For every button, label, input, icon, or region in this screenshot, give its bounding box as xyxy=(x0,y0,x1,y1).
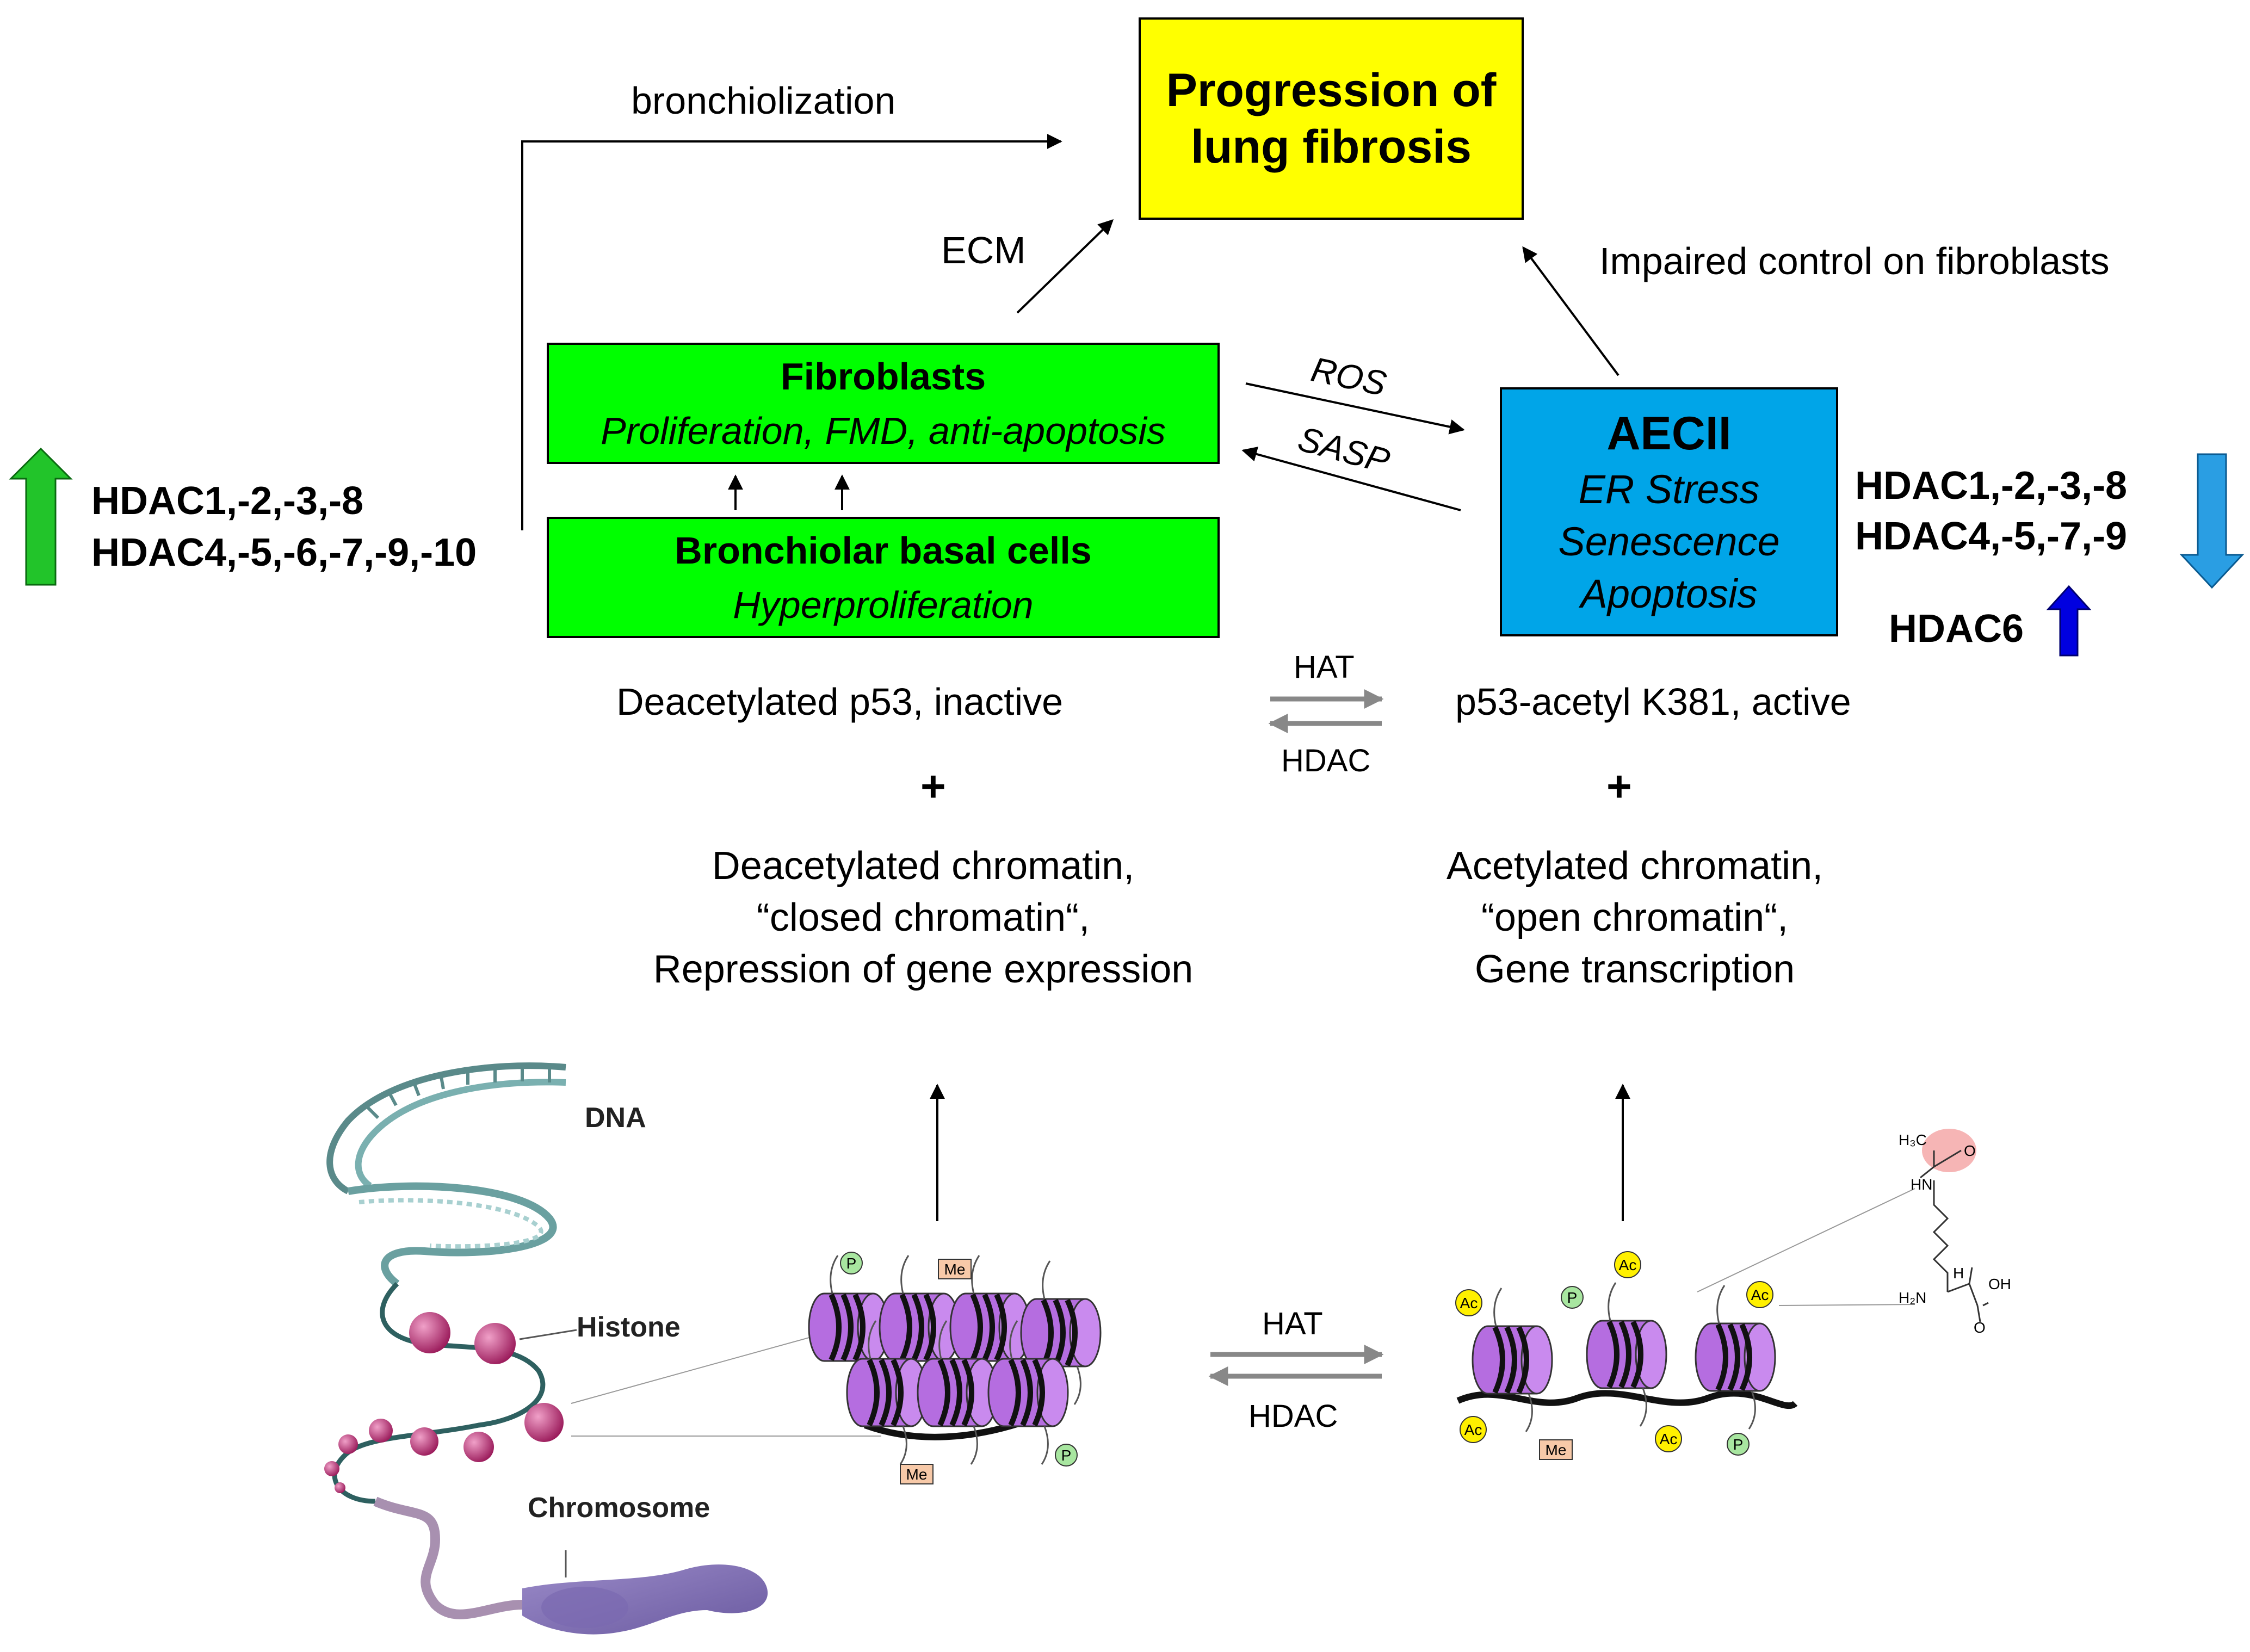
up-arrow-icon xyxy=(9,447,73,586)
p53-left-label: Deacetylated p53, inactive xyxy=(616,680,1064,723)
mark-p-label: P xyxy=(1733,1436,1744,1453)
chromatin-right-line1: Acetylated chromatin, xyxy=(1446,844,1824,888)
chromatin-left-line3: Repression of gene expression xyxy=(653,948,1194,991)
chromatin-right-line3: Gene transcription xyxy=(1474,948,1795,991)
chromatin-right-text: Acetylated chromatin, “open chromatin“, … xyxy=(1447,840,1823,995)
aecii-title: AECII xyxy=(1606,407,1732,460)
aecii-box: AECII ER Stress Senescence Apoptosis xyxy=(1500,387,1838,636)
mark-p-label: P xyxy=(846,1255,857,1272)
closed-nucleosome xyxy=(949,1255,1031,1400)
fibroblasts-subtitle: Proliferation, FMD, anti-apoptosis xyxy=(601,409,1166,452)
p53-right-label: p53-acetyl K381, active xyxy=(1455,680,1851,723)
left-hdac-line2: HDAC4,-5,-6,-7,-9,-10 xyxy=(91,531,477,574)
progression-line1: Progression of xyxy=(1166,64,1497,116)
closed-nucleosome xyxy=(987,1320,1069,1465)
plus-left: + xyxy=(920,762,946,810)
dna-illustration xyxy=(324,1062,881,1635)
mark-me-label: Me xyxy=(944,1261,966,1278)
fibroblasts-box: Fibroblasts Proliferation, FMD, anti-apo… xyxy=(547,343,1220,464)
mark-me-label: Me xyxy=(906,1466,928,1483)
fibroblasts-title: Fibroblasts xyxy=(780,355,986,398)
ecm-arrow xyxy=(1016,219,1114,314)
ecm-label: ECM xyxy=(941,229,1026,271)
open-nucleosome xyxy=(1586,1282,1667,1427)
bottom-hdac-label: HDAC xyxy=(1248,1399,1338,1434)
basal-cells-subtitle: Hyperproliferation xyxy=(733,583,1034,626)
closed-nucleosome xyxy=(846,1320,928,1465)
bronchiolization-label: bronchiolization xyxy=(631,79,896,122)
chromatin-left-line2: “closed chromatin“, xyxy=(756,896,1090,939)
progression-box: Progression of lung fibrosis xyxy=(1139,17,1524,220)
basal-cells-box: Bronchiolar basal cells Hyperproliferati… xyxy=(547,517,1220,638)
bronchiolization-arrow xyxy=(521,134,1062,530)
closed-nucleosome xyxy=(1020,1260,1102,1405)
down-arrow-icon xyxy=(2179,453,2245,589)
chromatin-right-line2: “open chromatin“, xyxy=(1481,896,1789,939)
right-hdac-line2: HDAC4,-5,-7,-9 xyxy=(1855,515,2128,558)
chromatin-left-line1: Deacetylated chromatin, xyxy=(712,844,1135,888)
mark-ac-label: Ac xyxy=(1460,1295,1478,1311)
impaired-control-arrow xyxy=(1522,246,1619,376)
hdac6-up-arrow-icon xyxy=(2046,585,2092,657)
h2n-label: H₂N xyxy=(1899,1289,1927,1306)
progression-line2: lung fibrosis xyxy=(1191,121,1472,173)
right-hdac-line1: HDAC1,-2,-3,-8 xyxy=(1855,464,2128,508)
aecii-line2: Senescence xyxy=(1558,519,1780,564)
closed-nucleosome xyxy=(917,1320,998,1465)
ros-arrow xyxy=(1245,382,1465,435)
mark-p-label: P xyxy=(1567,1289,1578,1306)
hdac6-label: HDAC6 xyxy=(1889,607,2024,651)
hn-label: HN xyxy=(1911,1176,1933,1193)
h-label: H xyxy=(1953,1265,1964,1282)
plus-right: + xyxy=(1606,762,1632,810)
mark-ac-label: Ac xyxy=(1751,1286,1769,1303)
open-nucleosome xyxy=(1472,1288,1553,1432)
open-nucleosome xyxy=(1695,1285,1776,1430)
impaired-control-label: Impaired control on fibroblasts xyxy=(1599,240,2110,282)
p53-hdac-label: HDAC xyxy=(1281,743,1371,778)
basal-cells-title: Bronchiolar basal cells xyxy=(675,529,1092,572)
p53-hat-label: HAT xyxy=(1294,649,1355,685)
aecii-line1: ER Stress xyxy=(1578,467,1760,512)
mark-ac-label: Ac xyxy=(1619,1257,1637,1273)
o-label: O xyxy=(1964,1142,1976,1159)
left-hdac-line1: HDAC1,-2,-3,-8 xyxy=(91,479,364,523)
o2-label: O xyxy=(1974,1319,1986,1336)
histone-label: Histone xyxy=(577,1311,681,1343)
sasp-arrow xyxy=(1241,447,1461,511)
closed-nucleosome xyxy=(879,1255,960,1400)
chromatin-left-text: Deacetylated chromatin, “closed chromati… xyxy=(653,840,1194,995)
mark-p-label: P xyxy=(1061,1447,1072,1464)
h3c-label: H₃C xyxy=(1899,1131,1927,1148)
mark-ac-label: Ac xyxy=(1464,1421,1482,1438)
acetyl-lysine-structure xyxy=(1697,1129,1989,1322)
aecii-line3: Apoptosis xyxy=(1580,571,1758,616)
oh-label: OH xyxy=(1988,1276,2011,1292)
mark-me-label: Me xyxy=(1546,1441,1567,1458)
mark-ac-label: Ac xyxy=(1660,1431,1678,1447)
chromosome-label: Chromosome xyxy=(528,1492,710,1524)
bottom-hat-label: HAT xyxy=(1262,1306,1323,1341)
dna-label: DNA xyxy=(585,1102,646,1134)
